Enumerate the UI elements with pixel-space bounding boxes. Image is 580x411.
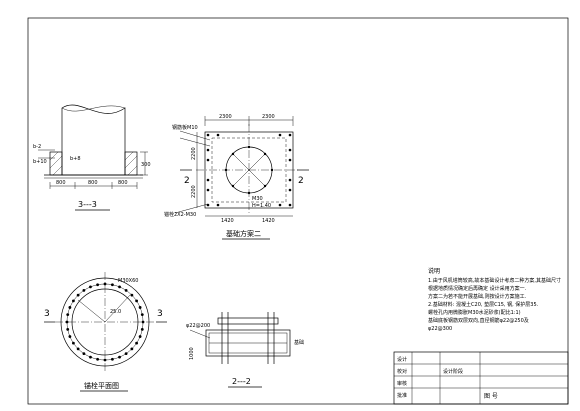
section-mark-left: 2	[184, 176, 190, 186]
note-bottom: 锚栓2X2-M30	[164, 211, 196, 218]
anchor-bolt-dot	[118, 285, 121, 289]
anchor-bolt-dot	[68, 335, 72, 338]
anchor-bolt-dot	[130, 293, 134, 297]
section-3-3: b-2 b+10 b+8 300 800 800 800 3---3	[33, 104, 151, 211]
section-mark-3-right: 3	[157, 309, 163, 319]
tb-row-1: 设计	[397, 356, 407, 363]
anchor-bolt-dot	[135, 299, 139, 303]
anchor-bolt-dot	[66, 313, 70, 316]
tb-row-2: 校对	[397, 368, 407, 375]
top-dim-right: 2300	[262, 114, 275, 120]
anchor-bolt-dot	[89, 355, 92, 359]
tb-row-4: 批准	[397, 392, 407, 399]
section-2-label-base: 基础	[294, 339, 304, 346]
anchor-bolt-dot	[124, 352, 128, 355]
section-2-label-dim: 1000	[189, 347, 195, 360]
anchor-bolt-dot	[96, 357, 99, 361]
notes-line-2: 根据地质情况确定后再确定 设计采用方案一.	[428, 285, 527, 292]
label-b-plus-8: b+8	[70, 156, 81, 162]
anchor-bolt-dot	[135, 341, 139, 345]
label-b-plus-10: b+10	[33, 159, 47, 165]
anchor-bolt-dot	[124, 289, 128, 292]
tb-drawing-no: 图 号	[484, 393, 498, 400]
anchor-plan-caption: 锚栓平面图	[84, 381, 119, 390]
section-2-label-rebar: φ22@200	[186, 323, 210, 329]
anchor-bolt-dot	[111, 357, 114, 361]
left-dim-top: 2200	[191, 147, 197, 160]
anchor-bolt-dot	[138, 335, 142, 338]
title-block: 设计 校对 审核 批准 设计阶段 图 号	[393, 351, 569, 405]
anchor-bolt-dot	[65, 320, 69, 324]
anchor-bolt-dot	[76, 293, 80, 297]
anchor-bolt-dot	[96, 283, 99, 287]
tb-right-label: 设计阶段	[443, 368, 463, 375]
bottom-dim-left: 1420	[221, 218, 234, 224]
drawing-frame	[27, 17, 569, 405]
notes-title: 说明	[428, 267, 440, 275]
dim-left: 800	[56, 180, 66, 186]
anchor-bolt-dot	[72, 299, 75, 303]
notes-line-1: 1.由于风机塔筒较高,故本基础设计考虑二种方案,其基础尺寸	[428, 277, 561, 284]
notes-line-5: 螺栓孔内用微膨胀M30水泥砂浆(配比1:1)	[428, 309, 521, 316]
center-label-1: M30	[252, 196, 263, 202]
notes-line-7: φ22@300	[428, 326, 452, 332]
anchor-bolt-dot	[140, 328, 144, 331]
anchor-bolt-dot	[68, 306, 72, 309]
anchor-bolt-dot	[130, 347, 134, 351]
notes-block: 说明 1.由于风机塔筒较高,故本基础设计考虑二种方案,其基础尺寸 根据地质情况确…	[428, 267, 561, 332]
anchor-bolt-dot	[89, 285, 92, 289]
anchor-bolt-dot	[118, 355, 121, 359]
section-3-caption: 3---3	[78, 200, 97, 209]
notes-line-6: 基础底板钢筋双层双向,直径钢筋φ22@250及	[428, 317, 529, 324]
notes-line-3: 方案二为若不能开展基础,则按设计方案施工.	[428, 293, 527, 300]
ring-label-1: M30X60	[118, 278, 138, 284]
foundation-plan-2: 2300 2300 2200 2200 1420 1420 钢筋板M10 锚栓2…	[164, 114, 309, 240]
note-top: 钢筋板M10	[172, 124, 198, 131]
anchor-bolt-dot	[103, 282, 107, 286]
ring-label-2: 25.0	[110, 309, 121, 315]
center-label-2: H=1.40	[252, 203, 271, 209]
anchor-bolt-dot	[76, 347, 80, 351]
section-2-caption: 2---2	[232, 377, 251, 386]
label-b-minus-2: b-2	[33, 144, 41, 150]
anchor-plan: M30X60 25.0 3 3 锚栓平面图	[44, 272, 167, 392]
section-mark-3-left: 3	[44, 309, 50, 319]
anchor-bolt-dot	[111, 283, 114, 287]
anchor-bolt-dot	[140, 313, 144, 316]
section-mark-right: 2	[298, 176, 304, 186]
side-dim: 300	[141, 162, 151, 168]
anchor-bolt-dot	[82, 352, 86, 355]
dim-right: 800	[118, 180, 128, 186]
dim-mid: 800	[88, 180, 98, 186]
anchor-bolt-dot	[82, 289, 86, 292]
section-2-2: φ22@200 1000 基础 2---2	[186, 312, 304, 388]
anchor-bolt-dot	[72, 341, 75, 345]
bottom-dim-right: 1420	[262, 218, 275, 224]
left-dim-bottom: 2200	[191, 185, 197, 198]
foundation-plan-caption: 基础方案二	[226, 229, 261, 238]
notes-line-4: 2.基础材料: 混凝土C20, 垫层C15, 钢, 保护层35.	[428, 301, 539, 308]
top-dim-left: 2300	[219, 114, 232, 120]
anchor-bolt-dot	[138, 306, 142, 309]
anchor-bolt-dot	[66, 328, 70, 331]
tb-row-3: 审核	[397, 380, 407, 387]
